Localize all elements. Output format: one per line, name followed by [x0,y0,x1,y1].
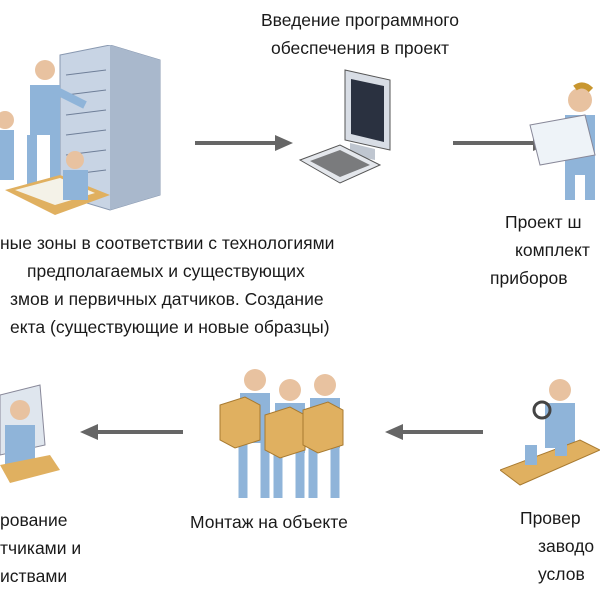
label-line: Проект ш [505,212,582,232]
workers-boxes-icon [219,369,344,498]
label-line: заводо [538,536,595,556]
step-install-label: Монтаж на объекте [190,508,348,536]
step-testing-label: рование тчиками и иствами [0,506,81,590]
step-software-label: Введение программного обеспечения в прое… [210,6,510,62]
step-zones-label: ные зоны в соответствии с технологиями п… [0,229,334,341]
label-line: комплект [515,240,590,260]
server-team-icon [0,45,161,215]
engineer-blueprint-icon [529,82,596,200]
label-line: Провер [520,508,581,528]
label-line: Введение программного [260,10,460,30]
label-line: Монтаж на объекте [190,512,348,532]
label-line: приборов [490,268,568,288]
label-line: иствами [0,566,68,586]
conveyor-inspection-icon [500,379,600,486]
label-line: обеспечения в проект [271,38,449,58]
label-line: рование [0,510,68,530]
step-project-label: Проект ш комплект приборов [490,208,590,292]
step-check-label: Провер заводо услов [520,504,594,588]
label-line: услов [538,564,585,584]
arrow-right-icon [195,135,293,151]
arrow-left-icon [80,424,183,440]
label-line: тчиками и [0,538,82,558]
operator-icon [0,384,60,483]
label-line: змов и первичных датчиков. Создание [10,289,324,309]
label-line: екта (существующие и новые образцы) [10,317,330,337]
arrow-left-icon [385,424,483,440]
label-line: предполагаемых и существующих [27,261,305,281]
label-line: ные зоны в соответствии с технологиями [0,233,335,253]
computer-icon [298,69,391,184]
